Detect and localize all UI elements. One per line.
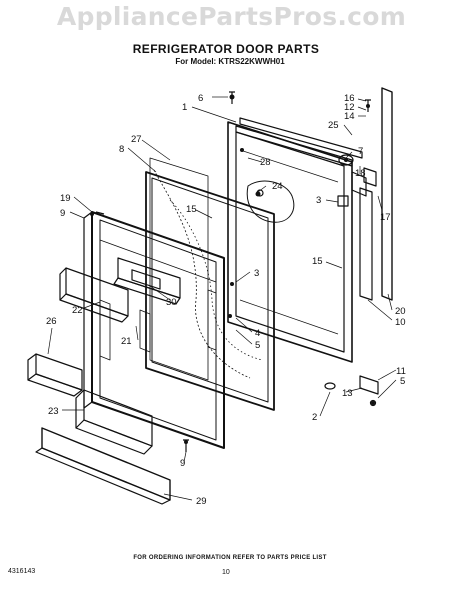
callout-21: 21: [121, 336, 132, 347]
door-trim-bar-29: [35, 427, 171, 505]
callout-18: 18: [355, 168, 366, 179]
callout-29: 29: [196, 496, 207, 507]
door-liner-panel: [227, 121, 353, 363]
callout-10: 10: [395, 317, 406, 328]
callout-15b: 15: [312, 256, 323, 267]
callout-15: 15: [186, 204, 197, 215]
callout-3: 3: [316, 195, 321, 206]
hinge-parts: [337, 154, 367, 207]
insulation-panel: [149, 157, 251, 381]
callout-16: 16: [344, 93, 355, 104]
callout-30: 30: [166, 297, 177, 308]
door-bin-22: [59, 267, 129, 323]
callout-22: 22: [72, 305, 83, 316]
callout-23: 23: [48, 406, 59, 417]
callout-20: 20: [395, 306, 406, 317]
callout-1: 1: [182, 102, 187, 113]
callout-17: 17: [380, 212, 391, 223]
callout-3b: 3: [254, 268, 259, 279]
callout-24: 24: [272, 181, 283, 192]
watermark: AppliancePartsPros.com: [56, 2, 407, 31]
callout-7: 7: [358, 146, 363, 157]
outer-door: [83, 211, 225, 449]
document-number: 4316143: [8, 568, 36, 575]
callout-26: 26: [46, 316, 57, 327]
diagram-title: REFRIGERATOR DOOR PARTS: [132, 42, 320, 56]
callout-25: 25: [328, 120, 339, 131]
callout-4: 4: [255, 328, 260, 339]
page-number: 10: [222, 569, 230, 576]
callout-28: 28: [260, 157, 271, 168]
callout-6: 6: [198, 93, 203, 104]
top-gasket-strip: [235, 117, 363, 167]
door-bin-23: [75, 389, 153, 455]
door-gasket-frame: [145, 171, 275, 411]
callout-8: 8: [119, 144, 124, 155]
callout-5b: 5: [400, 376, 405, 387]
callout-12: 12: [344, 102, 355, 113]
callout-27: 27: [131, 134, 142, 145]
callout-5: 5: [255, 340, 260, 351]
callout-14: 14: [344, 111, 355, 122]
fastener-markers: [90, 94, 375, 444]
bottom-hinge: [324, 375, 379, 407]
door-bin-26: [27, 353, 83, 397]
callout-9: 9: [60, 208, 65, 219]
callout-9b: 9: [180, 458, 185, 469]
callout-13: 13: [342, 388, 353, 399]
model-subtitle: For Model: KTRS22KWWH01: [175, 57, 285, 66]
dispenser-module: [113, 257, 181, 305]
leader-lines: [47, 96, 397, 501]
callout-2: 2: [312, 412, 317, 423]
handle-assembly: [359, 87, 393, 301]
callout-11: 11: [396, 366, 406, 377]
ordering-note: FOR ORDERING INFORMATION REFER TO PARTS …: [133, 555, 327, 561]
callout-19: 19: [60, 193, 71, 204]
